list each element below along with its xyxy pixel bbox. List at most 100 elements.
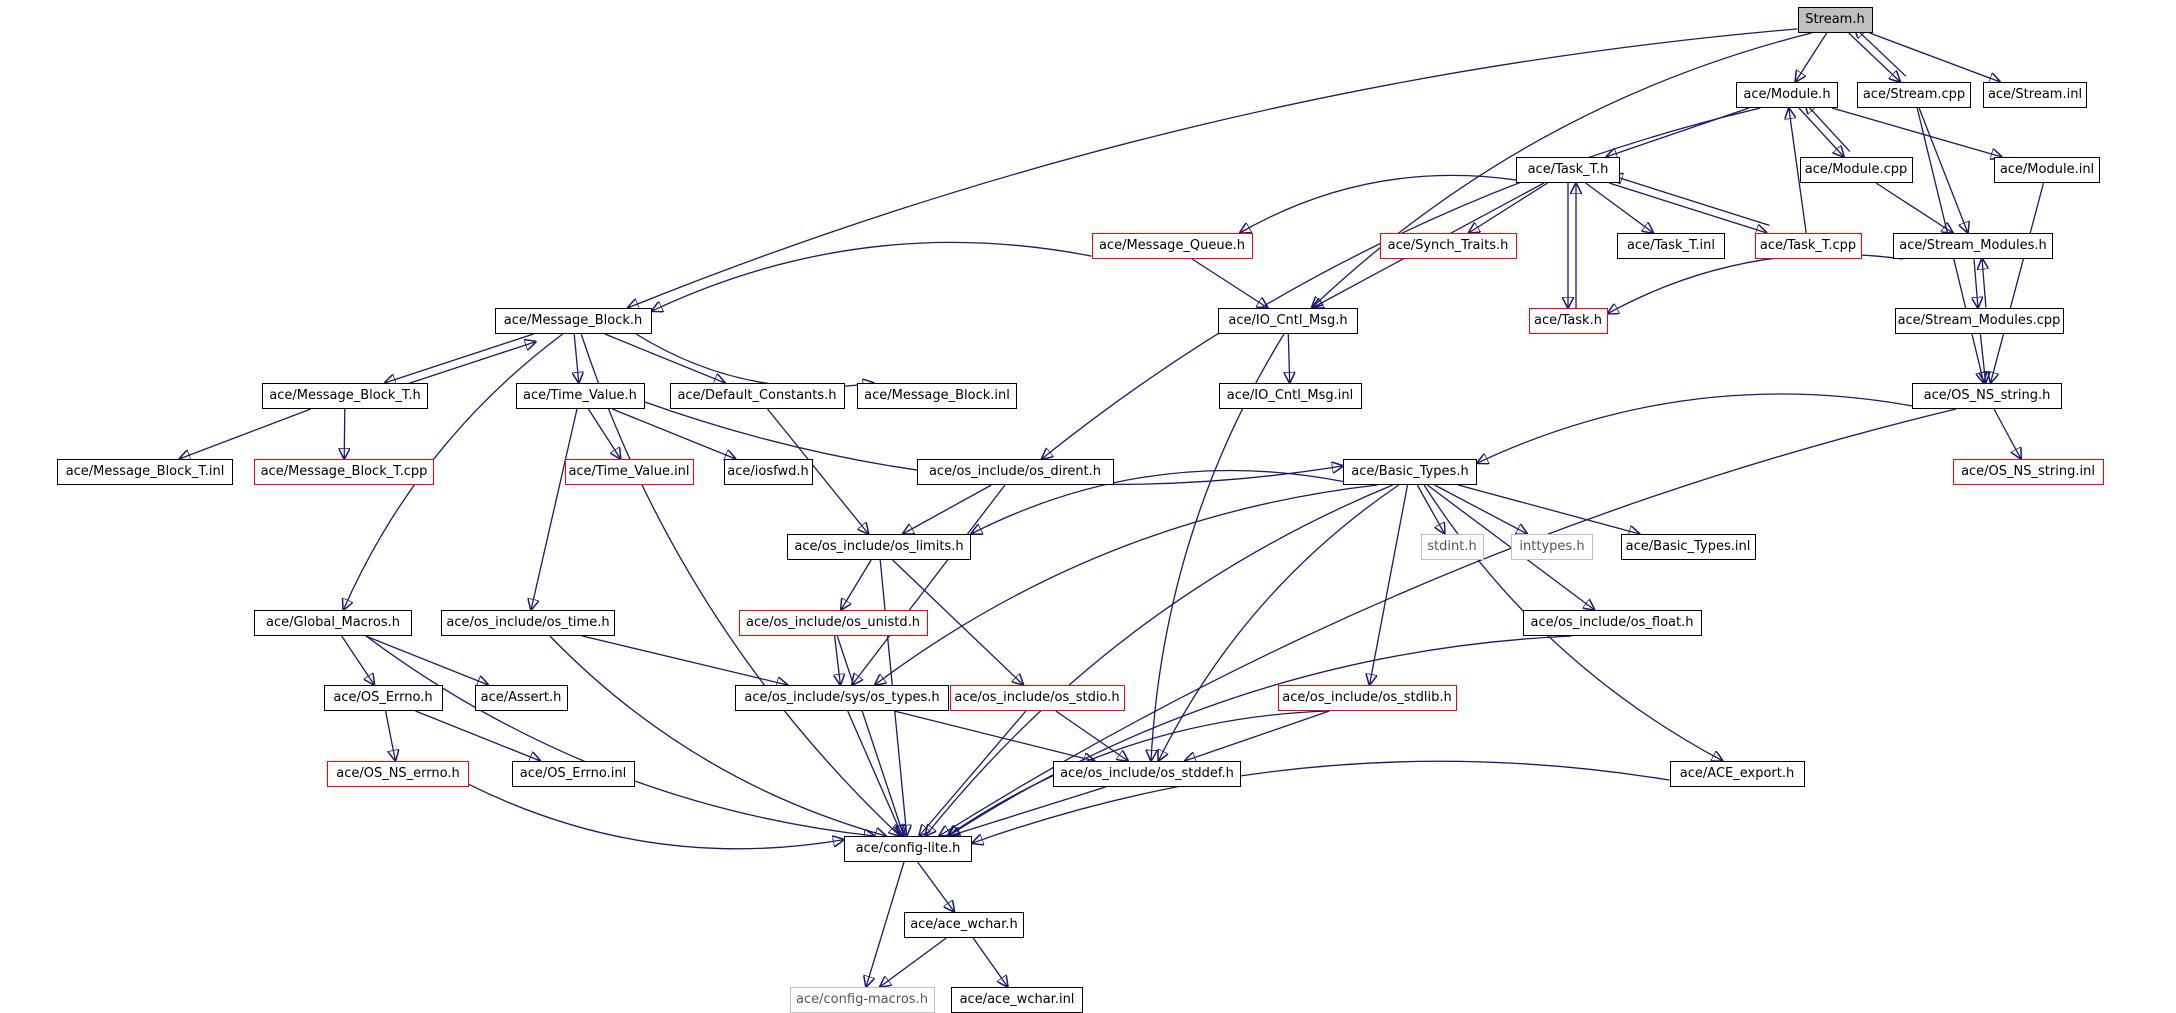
- edge-stream-modules-cpp-to-os-ns-string-h: [1980, 333, 1985, 383]
- node-os-ns-errno-h[interactable]: ace/OS_NS_errno.h: [327, 761, 469, 787]
- edge-message-block-h-to-config-lite-h: [580, 333, 900, 836]
- edge-stream-cpp-to-stream-modules-h: [1918, 107, 1968, 233]
- node-task-h[interactable]: ace/Task.h: [1528, 308, 1608, 334]
- node-os-dirent-h[interactable]: ace/os_include/os_dirent.h: [916, 459, 1114, 485]
- node-stream-modules-cpp[interactable]: ace/Stream_Modules.cpp: [1894, 308, 2064, 334]
- edge-stream-h-to-stream-inl: [1869, 32, 2001, 82]
- edge-os-time-h-to-os-types-h: [582, 635, 787, 685]
- edge-os-stdlib-h-to-config-lite-h: [948, 710, 1328, 836]
- node-inttypes-h: inttypes.h: [1511, 534, 1593, 560]
- edge-os-errno-h-to-os-ns-errno-h: [384, 710, 396, 761]
- edge-message-block-h-to-time-value-h: [574, 333, 579, 383]
- edge-os-ns-string-h-to-config-lite-h: [939, 408, 1957, 836]
- node-os-errno-inl[interactable]: ace/OS_Errno.inl: [511, 761, 635, 787]
- node-default-constants-h[interactable]: ace/Default_Constants.h: [669, 383, 845, 409]
- edge-os-dirent-h-to-os-limits-h: [903, 484, 992, 534]
- edge-basic-types-h-to-config-lite-h: [925, 484, 1393, 836]
- edge-os-ns-errno-h-to-config-lite-h: [468, 783, 844, 850]
- edge-time-value-h-to-os-time-h: [531, 408, 578, 610]
- node-stream-cpp[interactable]: ace/Stream.cpp: [1857, 82, 1971, 108]
- edge-module-inl-to-os-ns-string-h: [1991, 182, 2045, 383]
- node-os-ns-string-inl[interactable]: ace/OS_NS_string.inl: [1952, 459, 2104, 485]
- edge-module-cpp-to-module-h: [1805, 103, 1851, 153]
- node-task-t-h[interactable]: ace/Task_T.h: [1516, 157, 1620, 183]
- node-os-stdlib-h[interactable]: ace/os_include/os_stdlib.h: [1277, 685, 1457, 711]
- edge-stream-cpp-to-stream-h: [1854, 27, 1907, 77]
- node-stream-h[interactable]: Stream.h: [1797, 7, 1873, 33]
- node-os-limits-h[interactable]: ace/os_include/os_limits.h: [787, 534, 971, 560]
- edge-basic-types-h-to-ace-export-h: [1423, 484, 1723, 761]
- edge-os-limits-h-to-os-stdio-h: [892, 559, 1024, 685]
- node-basic-types-h[interactable]: ace/Basic_Types.h: [1343, 459, 1477, 485]
- edge-global-macros-h-to-assert-h: [365, 635, 489, 685]
- edge-task-t-cpp-to-task-t-h: [1612, 175, 1770, 227]
- node-basic-types-inl[interactable]: ace/Basic_Types.inl: [1620, 534, 1756, 560]
- node-ace-wchar-h[interactable]: ace/ace_wchar.h: [904, 912, 1024, 938]
- edge-stream-h-to-io-cntl-msg-h: [1312, 32, 1812, 308]
- node-os-errno-h[interactable]: ace/OS_Errno.h: [323, 685, 443, 711]
- node-stream-inl[interactable]: ace/Stream.inl: [1983, 82, 2087, 108]
- node-message-block-h[interactable]: ace/Message_Block.h: [494, 308, 652, 334]
- node-time-value-inl[interactable]: ace/Time_Value.inl: [564, 459, 694, 485]
- node-module-inl[interactable]: ace/Module.inl: [1994, 157, 2100, 183]
- edge-stream-h-to-stream-cpp: [1848, 32, 1901, 82]
- edge-time-value-h-to-time-value-inl: [587, 408, 620, 459]
- node-os-types-h[interactable]: ace/os_include/sys/os_types.h: [735, 685, 949, 711]
- node-task-t-cpp[interactable]: ace/Task_T.cpp: [1754, 233, 1862, 259]
- edge-os-unistd-h-to-os-types-h: [835, 635, 841, 685]
- edge-os-stddef-h-to-config-lite-h: [949, 786, 1106, 836]
- node-os-unistd-h[interactable]: ace/os_include/os_unistd.h: [738, 610, 928, 636]
- node-config-macros-h: ace/config-macros.h: [789, 987, 935, 1013]
- edge-os-limits-h-to-os-unistd-h: [841, 559, 872, 610]
- edge-default-constants-h-to-os-limits-h: [766, 408, 869, 534]
- edge-io-cntl-msg-h-to-io-cntl-msg-inl: [1288, 333, 1289, 383]
- node-os-stdio-h[interactable]: ace/os_include/os_stdio.h: [949, 685, 1125, 711]
- edge-os-float-h-to-config-lite-h: [949, 635, 1572, 836]
- node-os-time-h[interactable]: ace/os_include/os_time.h: [441, 610, 615, 636]
- edge-stream-h-to-message-block-h: [628, 28, 1798, 308]
- edge-ace-export-h-to-config-lite-h: [972, 760, 1670, 843]
- node-time-value-h[interactable]: ace/Time_Value.h: [515, 383, 645, 409]
- node-os-float-h[interactable]: ace/os_include/os_float.h: [1522, 610, 1702, 636]
- node-module-h[interactable]: ace/Module.h: [1736, 82, 1838, 108]
- node-message-block-t-h[interactable]: ace/Message_Block_T.h: [262, 383, 428, 409]
- edge-os-errno-h-to-os-errno-inl: [415, 710, 541, 761]
- node-synch-traits-h[interactable]: ace/Synch_Traits.h: [1379, 233, 1517, 259]
- node-message-block-t-inl[interactable]: ace/Message_Block_T.inl: [57, 459, 233, 485]
- edge-os-stdlib-h-to-os-stddef-h: [1185, 710, 1330, 761]
- node-io-cntl-msg-inl[interactable]: ace/IO_Cntl_Msg.inl: [1218, 383, 1362, 409]
- node-task-t-inl[interactable]: ace/Task_T.inl: [1617, 233, 1725, 259]
- node-stdint-h: stdint.h: [1420, 534, 1484, 560]
- node-os-stddef-h[interactable]: ace/os_include/os_stddef.h: [1053, 761, 1241, 787]
- edge-config-lite-h-to-ace-wchar-h: [917, 861, 955, 912]
- node-message-block-t-cpp[interactable]: ace/Message_Block_T.cpp: [254, 459, 434, 485]
- edge-os-ns-string-h-to-basic-types-h: [1477, 393, 1913, 463]
- node-global-macros-h[interactable]: ace/Global_Macros.h: [254, 610, 412, 636]
- edge-stream-modules-h-to-stream-modules-cpp: [1974, 258, 1978, 308]
- node-io-cntl-msg-h[interactable]: ace/IO_Cntl_Msg.h: [1218, 308, 1358, 334]
- node-os-ns-string-h[interactable]: ace/OS_NS_string.h: [1912, 383, 2062, 409]
- node-assert-h[interactable]: ace/Assert.h: [474, 685, 568, 711]
- node-message-block-inl[interactable]: ace/Message_Block.inl: [857, 383, 1017, 409]
- edge-task-t-h-to-message-queue-h: [1240, 174, 1517, 233]
- edge-task-t-cpp-to-module-h: [1789, 108, 1807, 234]
- node-config-lite-h[interactable]: ace/config-lite.h: [844, 836, 972, 862]
- node-message-queue-h[interactable]: ace/Message_Queue.h: [1091, 233, 1253, 259]
- node-module-cpp[interactable]: ace/Module.cpp: [1799, 157, 1913, 183]
- edge-os-time-h-to-config-lite-h: [549, 635, 886, 836]
- edge-stream-modules-cpp-to-stream-modules-h: [1982, 258, 1986, 308]
- edge-ace-wchar-h-to-ace-wchar-inl: [972, 937, 1008, 987]
- node-iosfwd-h[interactable]: ace/iosfwd.h: [723, 459, 813, 485]
- edge-module-h-to-module-inl: [1831, 107, 2002, 157]
- edge-task-t-h-to-task-t-inl: [1585, 182, 1654, 233]
- edge-os-types-h-to-config-lite-h: [847, 710, 903, 836]
- edge-time-value-h-to-iosfwd-h: [611, 408, 736, 459]
- edge-global-macros-h-to-os-errno-h: [341, 635, 375, 685]
- edge-module-h-to-module-cpp: [1798, 107, 1844, 157]
- node-stream-modules-h[interactable]: ace/Stream_Modules.h: [1893, 233, 2053, 259]
- edge-os-unistd-h-to-config-lite-h: [836, 635, 903, 836]
- edge-os-stdio-h-to-config-lite-h: [919, 710, 1027, 836]
- node-ace-export-h[interactable]: ace/ACE_export.h: [1669, 761, 1805, 787]
- node-ace-wchar-inl[interactable]: ace/ace_wchar.inl: [951, 987, 1083, 1013]
